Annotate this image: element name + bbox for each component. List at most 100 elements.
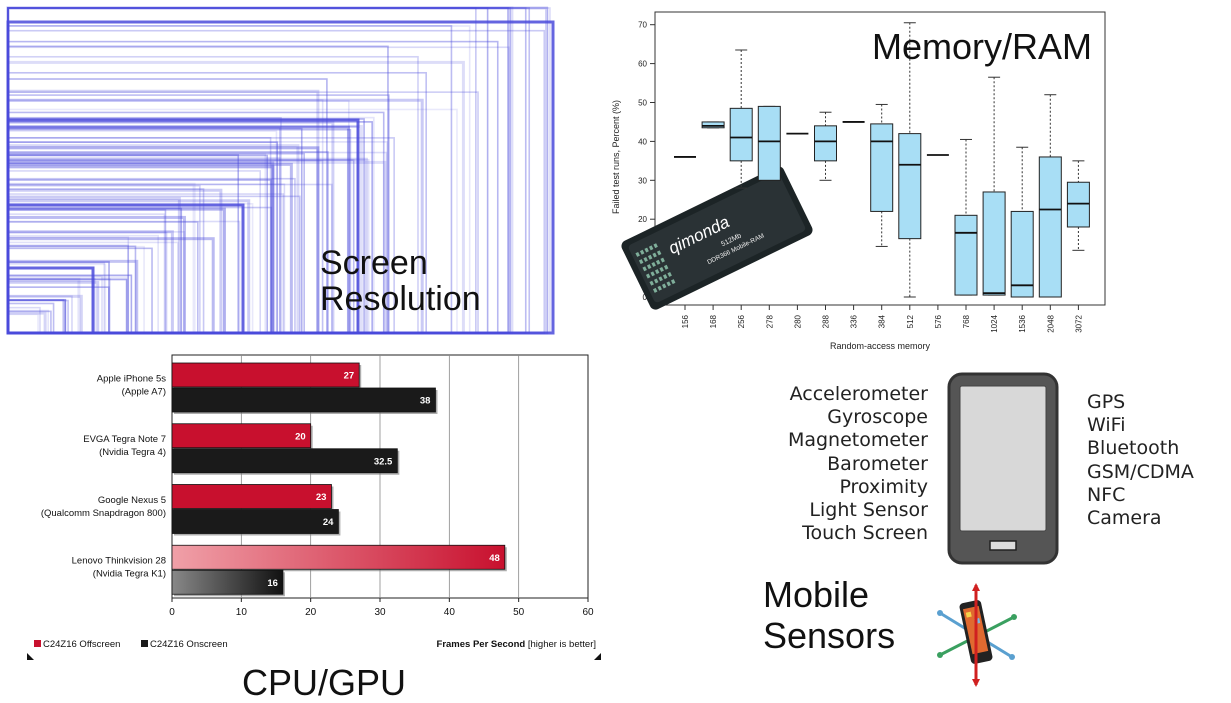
y-tick-label: 20	[638, 215, 647, 224]
chip-pin	[653, 243, 658, 249]
bar	[171, 509, 339, 534]
cpu-x-axis-label: Frames Per Second [higher is better]	[437, 639, 596, 650]
x-tick-label: 512	[906, 314, 915, 328]
sensor-list-right: GPS WiFi Bluetooth GSM/CDMA NFC Camera	[1087, 391, 1194, 530]
resolution-rect	[7, 299, 65, 334]
legend-swatch-offscreen	[34, 640, 41, 647]
category-label: Apple iPhone 5s	[97, 373, 166, 384]
x-tick-label: 168	[709, 314, 718, 328]
resolution-rect	[6, 165, 275, 335]
resolution-rect	[7, 275, 103, 334]
chip-pin	[642, 266, 647, 272]
memory-box	[729, 107, 753, 162]
y-tick-label: 0	[643, 293, 648, 302]
category-label: (Nvidia Tegra 4)	[99, 447, 166, 458]
x-tick-label: 40	[444, 607, 456, 618]
category-label: (Qualcomm Snapdragon 800)	[41, 508, 166, 519]
resolution-rect	[7, 298, 67, 334]
memory-box	[870, 123, 894, 212]
chip-pin	[645, 273, 651, 279]
sensor-item: Bluetooth	[1087, 437, 1180, 460]
corner-marker-right	[594, 653, 601, 660]
chip-pin	[639, 249, 645, 255]
x-tick-label: 288	[822, 314, 831, 328]
sensor-item: Camera	[1087, 507, 1162, 530]
legend-label-offscreen: C24Z16 Offscreen	[43, 639, 120, 650]
bar-value-label: 23	[316, 492, 327, 503]
bar-value-label: 38	[420, 396, 431, 407]
x-tick-label: 2048	[1046, 314, 1055, 332]
chip-pin	[654, 269, 660, 275]
bar	[171, 448, 398, 474]
memory-box	[954, 214, 978, 296]
x-tick-label: 3072	[1074, 314, 1083, 332]
category-label: Lenovo Thinkvision 28	[72, 556, 166, 567]
memory-x-axis-label: Random-access memory	[830, 341, 931, 351]
cpu-legend: C24Z16 Offscreen C24Z16 Onscreen	[34, 639, 228, 650]
chip-pin	[648, 245, 654, 251]
sensor-item: GSM/CDMA	[1087, 460, 1194, 483]
legend-swatch-onscreen	[141, 640, 148, 647]
chip-pin	[660, 257, 665, 263]
category-label: (Nvidia Tegra K1)	[93, 569, 166, 580]
chip-pin	[663, 264, 669, 270]
chip-pin	[658, 276, 663, 282]
memory-box	[898, 133, 922, 240]
resolution-rect	[7, 299, 66, 334]
screen-resolution-caption: Screen Resolution	[320, 245, 481, 318]
mobile-sensors-caption-line: Mobile	[763, 574, 870, 615]
chip-pin	[651, 261, 656, 267]
bar	[171, 544, 506, 570]
memory-y-axis-label: Failed test runs, Percent (%)	[611, 100, 621, 214]
chip-pin	[644, 247, 649, 253]
chip-pin	[638, 259, 644, 265]
x-tick-label: 278	[765, 314, 774, 328]
chip-pin	[659, 266, 664, 272]
category-label: (Apple A7)	[122, 386, 166, 397]
chip-pin	[646, 264, 652, 270]
bar-value-label: 27	[344, 371, 355, 382]
memory-box	[814, 125, 837, 162]
sensor-item: GPS	[1087, 391, 1126, 413]
bar	[171, 423, 312, 449]
chip-pin	[652, 252, 657, 258]
screen-resolution-figure	[6, 6, 555, 335]
memory-box	[1038, 156, 1062, 298]
resolution-rect	[6, 266, 95, 335]
x-tick-label: 384	[878, 314, 887, 328]
sensor-item: WiFi	[1087, 414, 1126, 437]
sensor-item: NFC	[1087, 483, 1126, 506]
category-label: EVGA Tegra Note 7	[83, 434, 166, 445]
bar-value-label: 20	[295, 431, 306, 442]
screen-resolution-caption-line: Resolution	[320, 279, 481, 318]
ram-chip-image: qimonda 512Mb DDR366 Mobile-RAM	[621, 166, 813, 310]
x-tick-label: 256	[737, 314, 746, 328]
y-tick-label: 50	[638, 99, 647, 108]
chip-pin	[655, 259, 661, 265]
bar-value-label: 32.5	[374, 456, 393, 467]
chip-pin	[666, 281, 671, 287]
bar	[171, 484, 332, 509]
resolution-rect	[7, 245, 145, 334]
chip-pin	[652, 287, 658, 293]
bar	[171, 387, 436, 413]
sensor-item: Barometer	[827, 452, 928, 475]
chip-pin	[649, 280, 654, 286]
x-tick-label: 50	[513, 607, 525, 618]
x-tick-label: 1024	[990, 314, 999, 332]
memory-box	[757, 105, 781, 181]
chip-pin	[657, 285, 662, 291]
mobile-sensors-caption-line: Sensors	[763, 615, 896, 657]
x-tick-label: 280	[793, 314, 802, 328]
memory-box	[701, 121, 725, 129]
chip-pin	[662, 274, 668, 280]
chip-pin	[653, 278, 659, 284]
y-tick-label: 70	[638, 21, 647, 30]
memory-box	[1066, 181, 1090, 228]
memory-ram-caption: Memory/RAM	[872, 26, 1093, 67]
chip-pin	[670, 279, 676, 285]
bar-value-label: 16	[267, 578, 278, 589]
y-tick-label: 40	[638, 137, 647, 146]
bar	[171, 569, 284, 595]
